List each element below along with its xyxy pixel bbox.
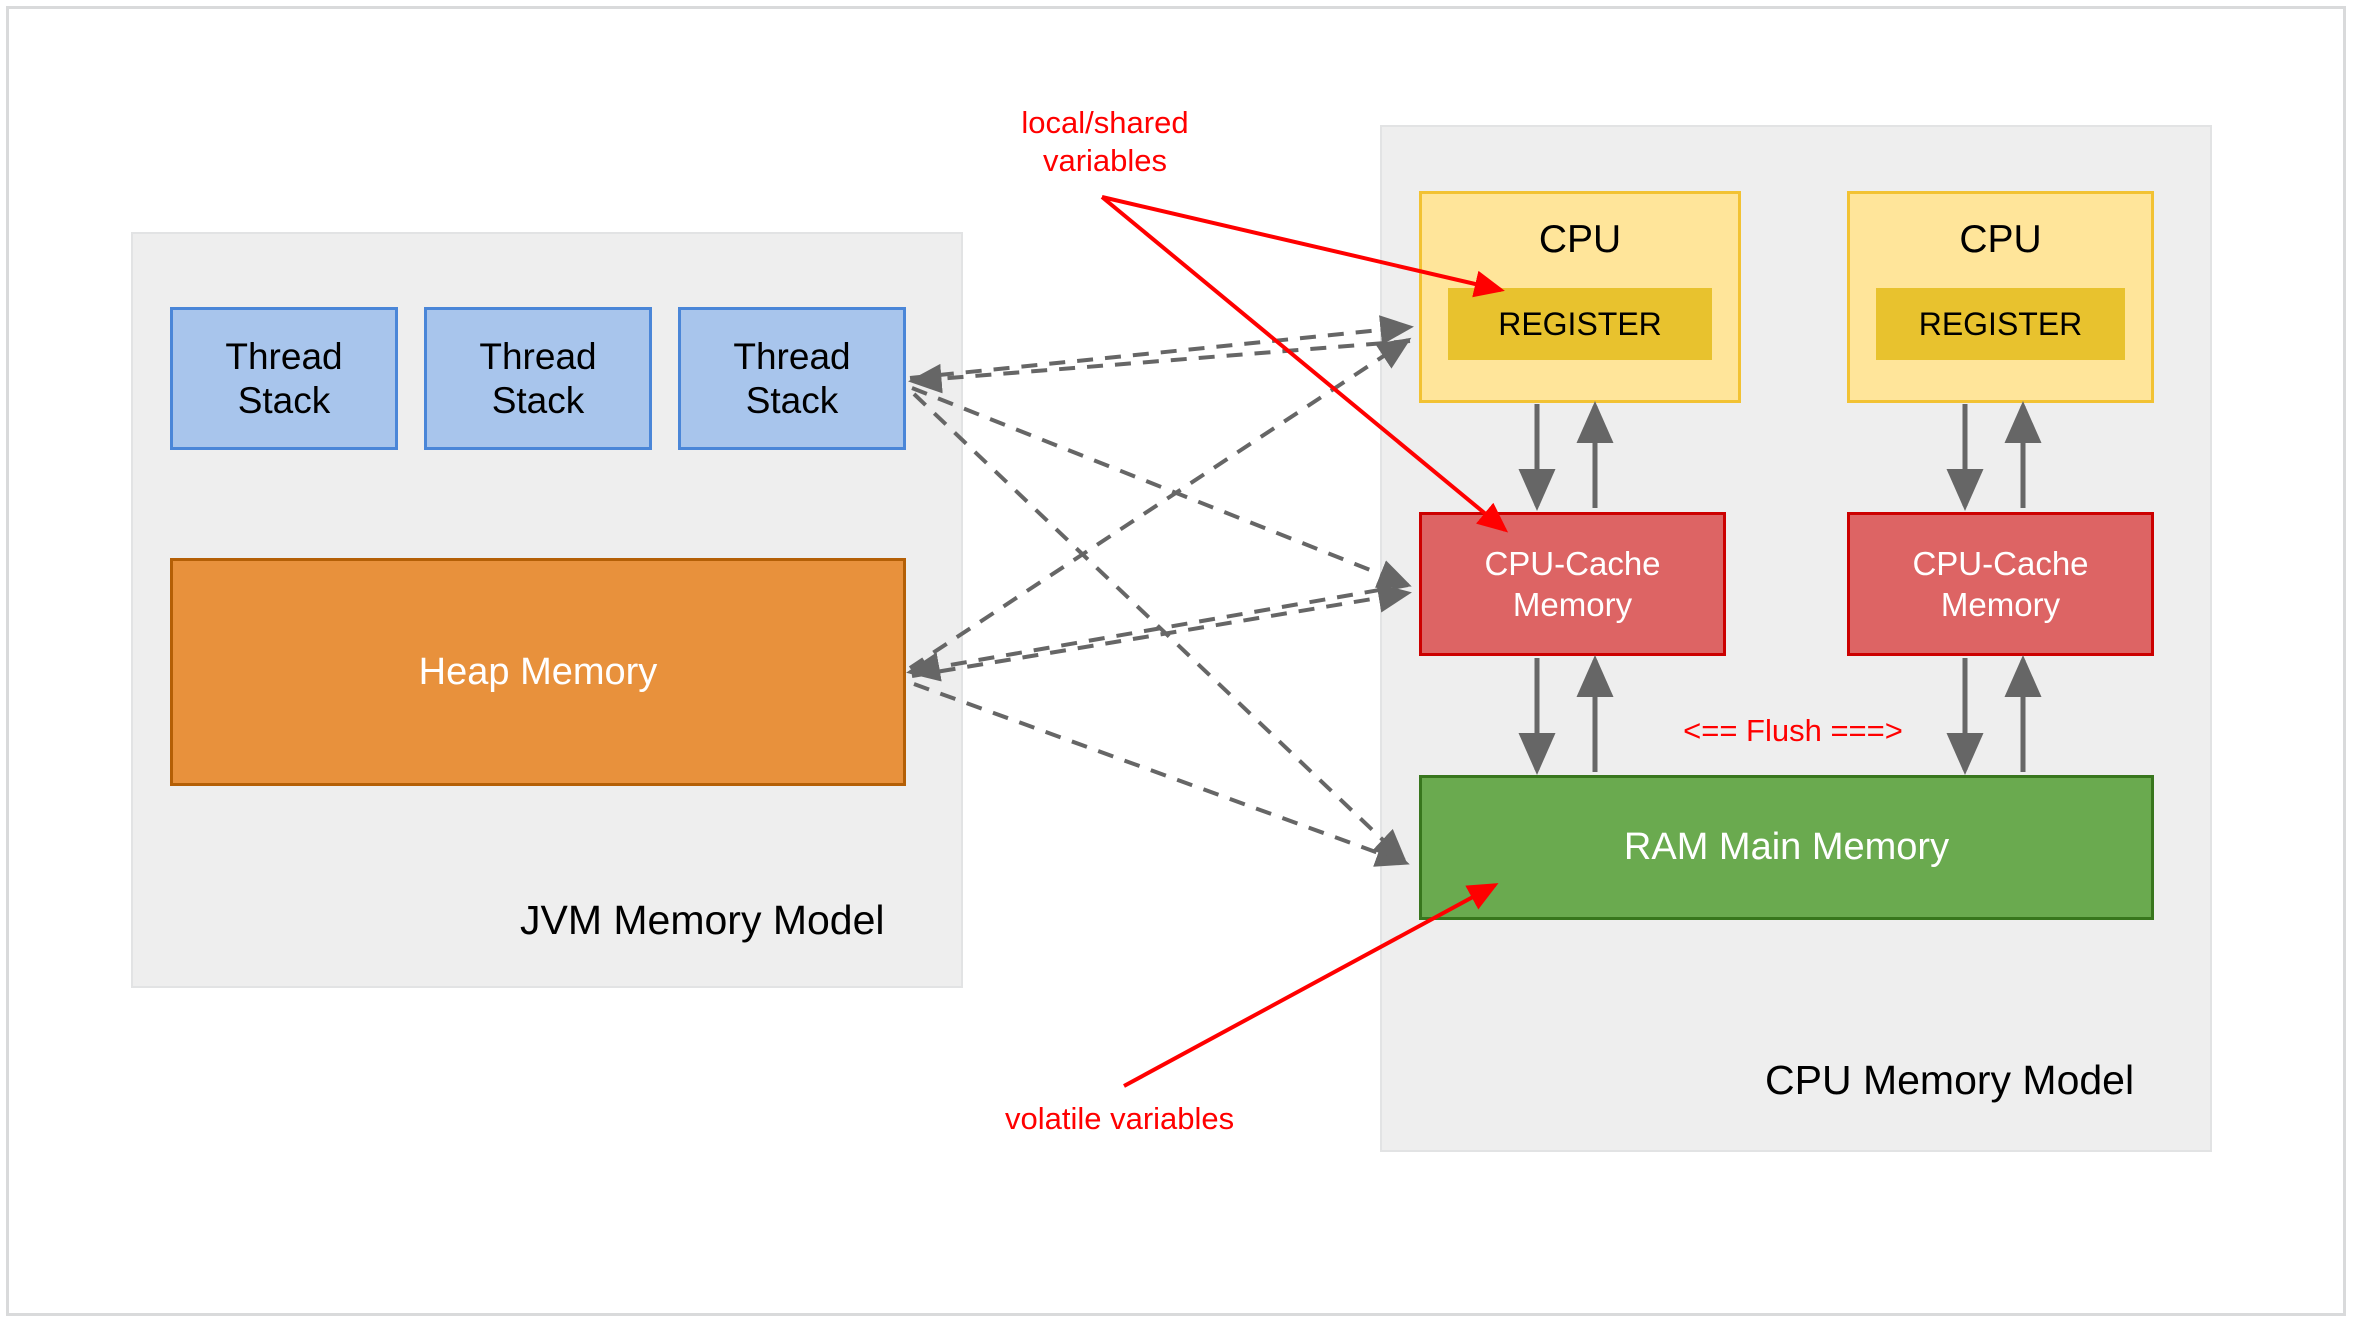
heap-memory-label: Heap Memory	[418, 650, 658, 693]
register-box-2[interactable]: REGISTER	[1876, 288, 2125, 360]
thread-stack-box-3[interactable]: Thread Stack	[678, 307, 906, 450]
local-shared-variables-annotation: local/shared variables	[1021, 105, 1189, 178]
cpu-box-1[interactable]: CPU REGISTER	[1419, 191, 1741, 403]
register-label: REGISTER	[1498, 305, 1662, 342]
register-box-1[interactable]: REGISTER	[1448, 288, 1712, 360]
cpu-cache-memory-label: CPU-Cache Memory	[1484, 545, 1661, 623]
cpu-cache-memory-label: CPU-Cache Memory	[1912, 545, 2089, 623]
cpu-box-2[interactable]: CPU REGISTER	[1847, 191, 2154, 403]
ram-main-memory-box[interactable]: RAM Main Memory	[1419, 775, 2154, 920]
thread-stack-label: Thread Stack	[479, 335, 597, 421]
heap-memory-box[interactable]: Heap Memory	[170, 558, 906, 786]
cpu-title-label: CPU	[1538, 218, 1622, 261]
cpu-cache-memory-box-1[interactable]: CPU-Cache Memory	[1419, 512, 1726, 656]
thread-stack-box-1[interactable]: Thread Stack	[170, 307, 398, 450]
cpu-memory-model-caption: CPU Memory Model	[1765, 1057, 2135, 1103]
thread-stack-label: Thread Stack	[733, 335, 851, 421]
thread-stack-box-2[interactable]: Thread Stack	[424, 307, 652, 450]
jvm-memory-model-caption: JVM Memory Model	[520, 897, 885, 943]
register-label: REGISTER	[1918, 305, 2083, 342]
ram-main-memory-label: RAM Main Memory	[1623, 826, 1950, 868]
cpu-cache-memory-box-2[interactable]: CPU-Cache Memory	[1847, 512, 2154, 656]
volatile-variables-annotation: volatile variables	[1005, 1101, 1235, 1136]
cpu-title-label: CPU	[1959, 218, 2042, 261]
thread-stack-label: Thread Stack	[225, 335, 343, 421]
flush-label: <== Flush ===>	[1683, 713, 1903, 748]
